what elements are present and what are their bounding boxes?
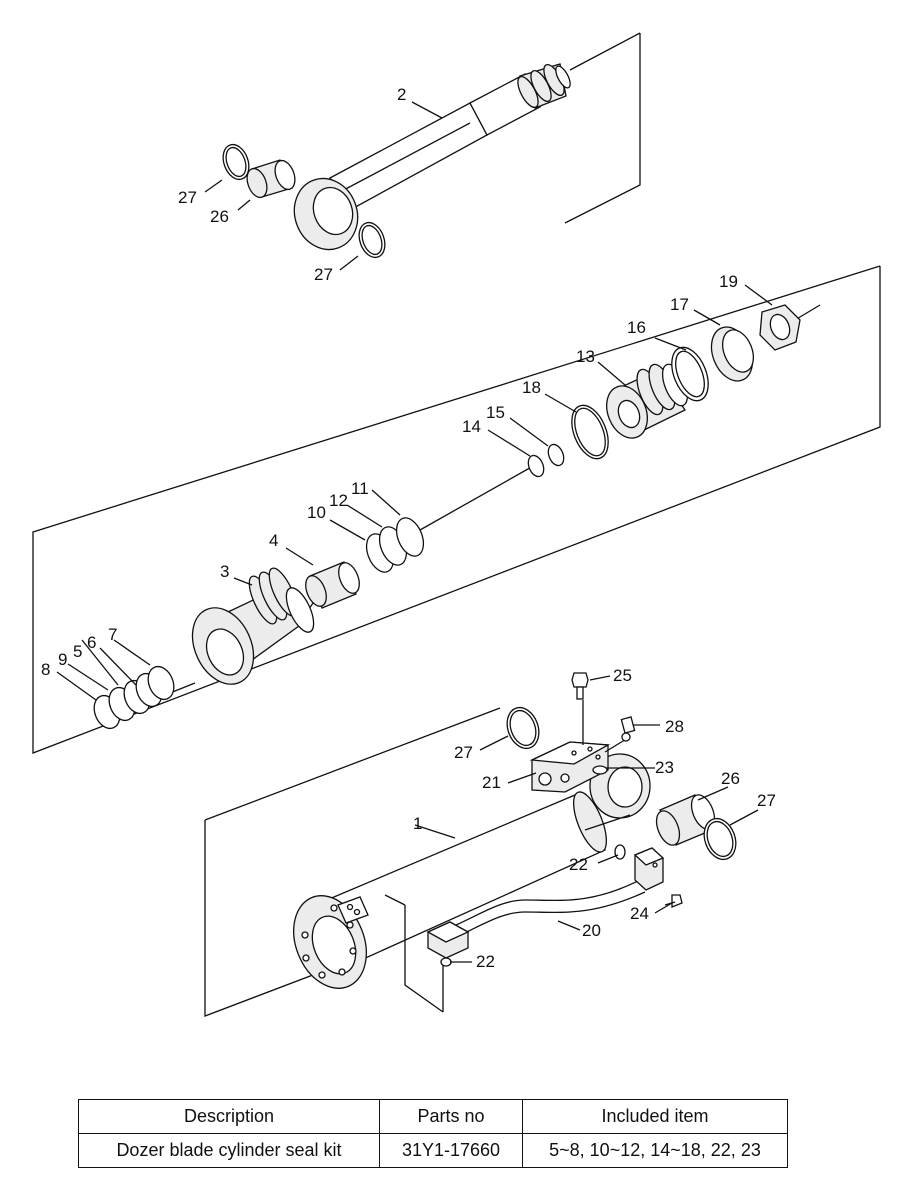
callout-13: 13 bbox=[576, 347, 595, 366]
callout-28: 28 bbox=[665, 717, 684, 736]
gland-bushing-part bbox=[305, 561, 360, 609]
seal-kit-table: Description Parts no Included item Dozer… bbox=[78, 1099, 788, 1168]
back-up-ring-part bbox=[710, 326, 755, 382]
callout-15: 15 bbox=[486, 403, 505, 422]
tube-seal-rings-part bbox=[506, 706, 737, 861]
exploded-parts-diagram: 2 27 26 27 19 17 16 13 18 15 14 11 12 10… bbox=[32, 32, 881, 1017]
callout-1: 1 bbox=[413, 814, 422, 833]
header-description: Description bbox=[78, 1099, 380, 1134]
port-block-part bbox=[529, 741, 611, 793]
callout-4: 4 bbox=[269, 531, 278, 550]
callout-27b: 27 bbox=[314, 265, 333, 284]
callout-16: 16 bbox=[627, 318, 646, 337]
callout-18: 18 bbox=[522, 378, 541, 397]
callout-5: 5 bbox=[73, 642, 82, 661]
callout-17: 17 bbox=[670, 295, 689, 314]
callout-8: 8 bbox=[41, 660, 50, 679]
pipe-part bbox=[426, 847, 665, 959]
rod-seal-rings-part bbox=[365, 517, 425, 573]
callout-7: 7 bbox=[108, 625, 117, 644]
wear-ring-part bbox=[671, 346, 709, 402]
callout-11: 11 bbox=[351, 479, 369, 498]
bushing-part bbox=[246, 159, 296, 199]
hex-nut-part bbox=[759, 304, 801, 351]
cell-description: Dozer blade cylinder seal kit bbox=[78, 1133, 380, 1168]
callout-14: 14 bbox=[462, 417, 481, 436]
table-header-row: Description Parts no Included item bbox=[78, 1099, 788, 1134]
callout-23: 23 bbox=[655, 758, 674, 777]
piston-part bbox=[606, 363, 689, 439]
callout-26b: 26 bbox=[721, 769, 740, 788]
dust-seal-ring-part bbox=[222, 143, 386, 259]
callout-27a: 27 bbox=[178, 188, 197, 207]
piston-rod-part bbox=[329, 63, 571, 211]
callout-20: 20 bbox=[582, 921, 601, 940]
callout-12: 12 bbox=[329, 491, 348, 510]
callout-9: 9 bbox=[58, 650, 67, 669]
callout-19: 19 bbox=[719, 272, 738, 291]
panel-gland bbox=[32, 265, 881, 754]
callout-22a: 22 bbox=[569, 855, 588, 874]
cell-parts-no: 31Y1-17660 bbox=[379, 1133, 523, 1168]
cell-included-item: 5~8, 10~12, 14~18, 22, 23 bbox=[522, 1133, 788, 1168]
leader-lines bbox=[56, 101, 773, 963]
callout-27c: 27 bbox=[454, 743, 473, 762]
header-parts-no: Parts no bbox=[379, 1099, 523, 1134]
piston-ring-part bbox=[571, 404, 609, 460]
panel-rod bbox=[564, 32, 641, 224]
callout-26a: 26 bbox=[210, 207, 229, 226]
gland-part bbox=[191, 567, 315, 685]
callout-6: 6 bbox=[87, 633, 96, 652]
small-rings-part bbox=[527, 443, 565, 478]
callout-2: 2 bbox=[397, 85, 406, 104]
callout-21: 21 bbox=[482, 773, 501, 792]
table-row: Dozer blade cylinder seal kit 31Y1-17660… bbox=[78, 1133, 788, 1168]
fittings-part bbox=[440, 672, 683, 967]
callout-3: 3 bbox=[220, 562, 229, 581]
callout-25: 25 bbox=[613, 666, 632, 685]
callout-10: 10 bbox=[307, 503, 326, 522]
callout-24: 24 bbox=[630, 904, 649, 923]
cylinder-tube-part bbox=[293, 791, 608, 989]
rod-eye-part bbox=[293, 177, 359, 251]
dashed-guide-lines bbox=[384, 700, 631, 1013]
header-included-item: Included item bbox=[522, 1099, 788, 1134]
callout-22b: 22 bbox=[476, 952, 495, 971]
callout-27d: 27 bbox=[757, 791, 776, 810]
gland-seal-rings-part bbox=[93, 665, 175, 730]
callout-labels: 2 27 26 27 19 17 16 13 18 15 14 11 12 10… bbox=[41, 85, 776, 971]
